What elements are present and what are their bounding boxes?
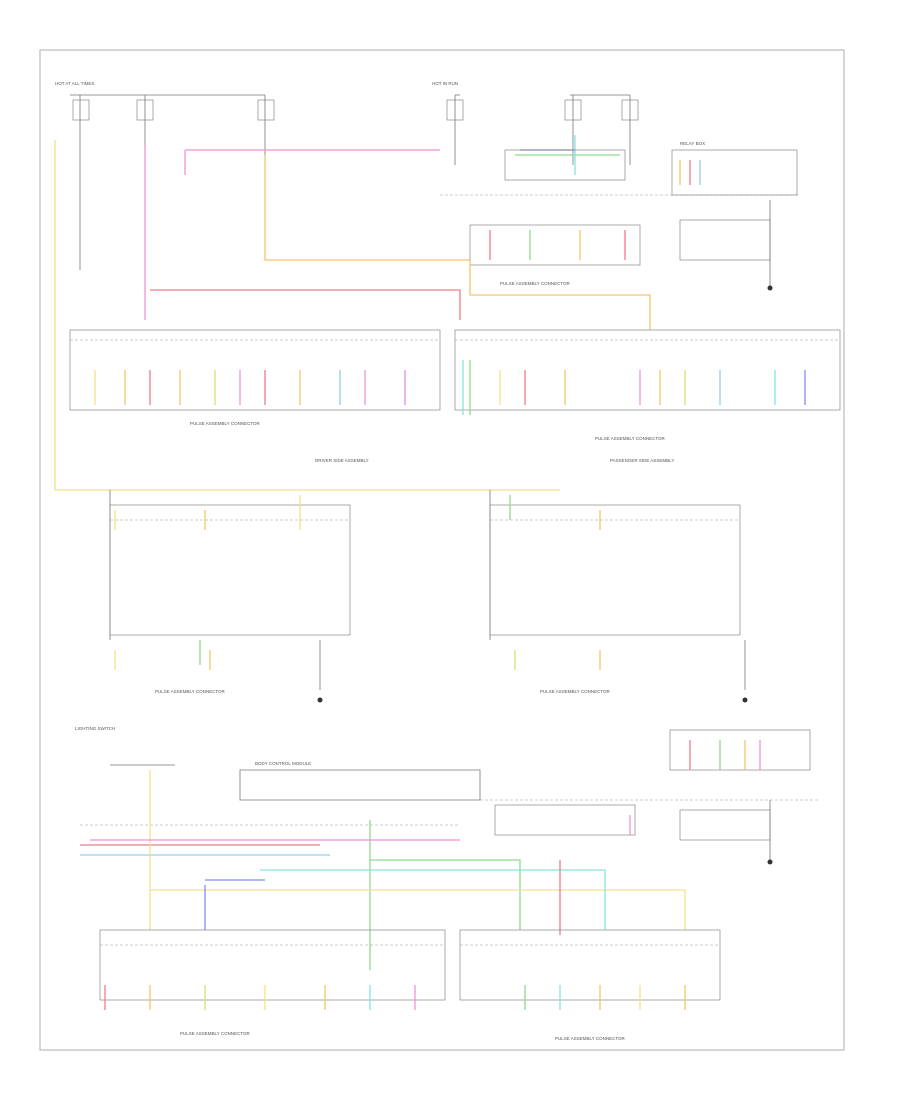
lower-section: LIGHTING SWITCH BODY CONTROL MODULE [75, 726, 820, 1041]
mid-right-connector-label: PULSE ASSEMBLY CONNECTOR [540, 689, 611, 694]
diagram-frame [39, 49, 845, 1051]
pulse-connector-label-right: PULSE ASSEMBLY CONNECTOR [595, 436, 666, 441]
bcm-label: BODY CONTROL MODULE [255, 761, 311, 766]
middle-right-module: PASSENGER SIDE ASSEMBLY PULSE ASSEMBLY C… [489, 458, 748, 703]
fuse-block-row: PULSE ASSEMBLY CONNECTOR PULSE ASSEMBLY … [69, 329, 841, 441]
top-power-section: HOT AT ALL TIMES HOT IN RUN [55, 81, 800, 330]
pulse-connector-label-left: PULSE ASSEMBLY CONNECTOR [190, 421, 261, 426]
svg-text:DRIVER SIDE ASSEMBLY: DRIVER SIDE ASSEMBLY [315, 458, 369, 463]
mid-left-connector-label: PULSE ASSEMBLY CONNECTOR [155, 689, 226, 694]
lighting-switch-label: LIGHTING SWITCH [75, 726, 115, 731]
right-fuse-cells [462, 360, 806, 415]
left-fuse-cells [94, 370, 406, 405]
power-label-center: HOT IN RUN [432, 81, 458, 86]
power-label-left: HOT AT ALL TIMES [55, 81, 95, 86]
bottom-connector-label-left: PULSE ASSEMBLY CONNECTOR [180, 1031, 251, 1036]
svg-text:PASSENGER SIDE ASSEMBLY: PASSENGER SIDE ASSEMBLY [610, 458, 674, 463]
pulse-connector-label-top: PULSE ASSEMBLY CONNECTOR [500, 281, 571, 286]
yellow-feed-wire [54, 140, 560, 491]
bottom-connector-label-right: PULSE ASSEMBLY CONNECTOR [555, 1036, 626, 1041]
middle-left-module: DRIVER SIDE ASSEMBLY PULSE ASSEMBLY CONN… [109, 458, 369, 703]
relay-label: RELAY BOX [680, 141, 705, 146]
top-fuses [72, 99, 639, 121]
